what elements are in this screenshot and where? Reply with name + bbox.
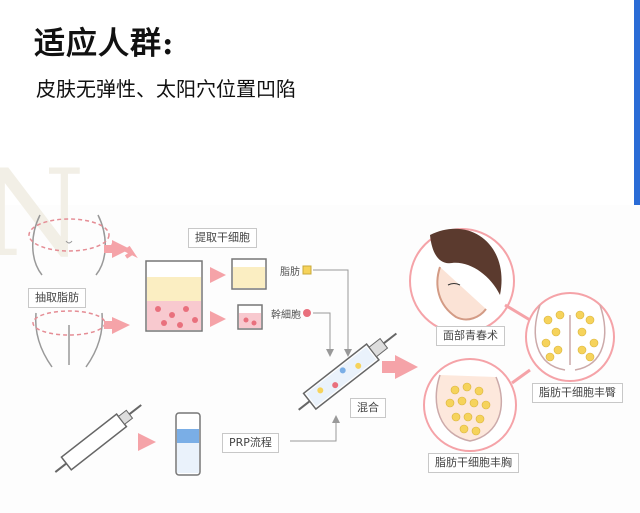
extract-stem-cells-label: 提取干细胞	[188, 228, 257, 248]
stem-cell-label: 幹細胞	[271, 310, 301, 321]
page-title: 适应人群:	[34, 26, 175, 62]
prp-syringe	[54, 404, 142, 473]
prp-process-label: PRP流程	[222, 433, 279, 453]
buttock-illustration	[525, 292, 615, 382]
diagram-graphics	[28, 214, 615, 476]
page-subtitle: 皮肤无弹性、太阳穴位置凹陷	[36, 77, 296, 101]
fat-beaker	[231, 258, 267, 290]
mix-label: 混合	[350, 398, 386, 418]
mixing-syringe	[298, 332, 398, 411]
process-diagram: N	[0, 145, 640, 513]
centrifuge-beaker	[145, 260, 203, 332]
liposuction-label: 抽取脂肪	[28, 288, 86, 308]
prp-tube	[175, 412, 201, 476]
watermark-letter: N	[0, 145, 85, 284]
breast-label: 脂肪干细胞丰胸	[428, 453, 519, 473]
thighs-illustration	[32, 310, 106, 368]
face-illustration	[409, 228, 515, 334]
stem-cell-beaker	[237, 304, 263, 330]
breast-illustration	[423, 358, 517, 452]
abdomen-illustration	[28, 214, 110, 276]
right-accent-bar	[634, 0, 640, 205]
facial-rejuvenation-label: 面部青春术	[436, 326, 505, 346]
fat-label: 脂肪	[280, 267, 300, 278]
buttock-label: 脂肪干细胞丰臀	[532, 383, 623, 403]
